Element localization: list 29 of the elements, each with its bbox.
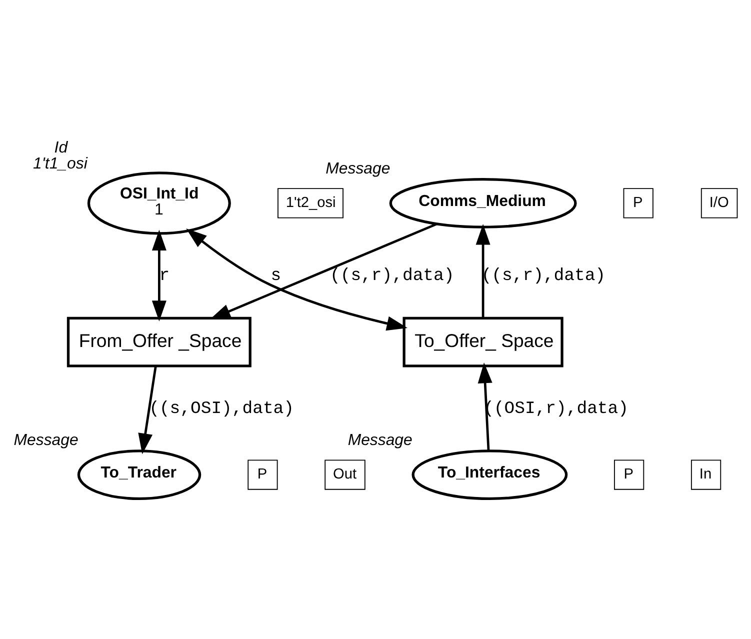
node-label: Message — [326, 160, 390, 177]
node-label: Id — [54, 139, 68, 156]
node-ellipse: To_Interfaces — [412, 449, 568, 500]
edge-label: ((s,r),data) — [330, 266, 454, 286]
node-label: Message — [14, 432, 78, 449]
node-box: From_Offer _Space — [66, 316, 252, 367]
node-box: P — [248, 459, 278, 490]
node-label: Message — [348, 432, 412, 449]
node-ellipse: Comms_Medium — [389, 177, 577, 228]
node-ellipse: To_Trader — [77, 449, 202, 500]
arrow — [152, 229, 166, 321]
edge-label: ((s,OSI),data) — [149, 399, 294, 418]
node-box: 1't2_osi — [278, 188, 344, 218]
edge-label: r — [159, 266, 170, 286]
edge-label: s — [270, 266, 282, 286]
node-box: P — [623, 188, 654, 218]
node-ellipse: OSI_Int_Id 1 — [87, 171, 231, 234]
arrow — [478, 362, 492, 450]
node-box: Out — [324, 459, 366, 490]
arrow — [186, 228, 408, 330]
node-box: In — [690, 459, 722, 490]
edge-label: ((s,r),data) — [481, 266, 606, 286]
node-box: To_Offer_ Space — [402, 316, 564, 367]
arrow — [138, 365, 157, 454]
arrow — [210, 222, 438, 319]
node-label: 1't1_osi — [33, 155, 88, 172]
node-box: P — [614, 459, 644, 490]
arrow — [476, 224, 490, 318]
node-box: I/O — [700, 188, 738, 218]
